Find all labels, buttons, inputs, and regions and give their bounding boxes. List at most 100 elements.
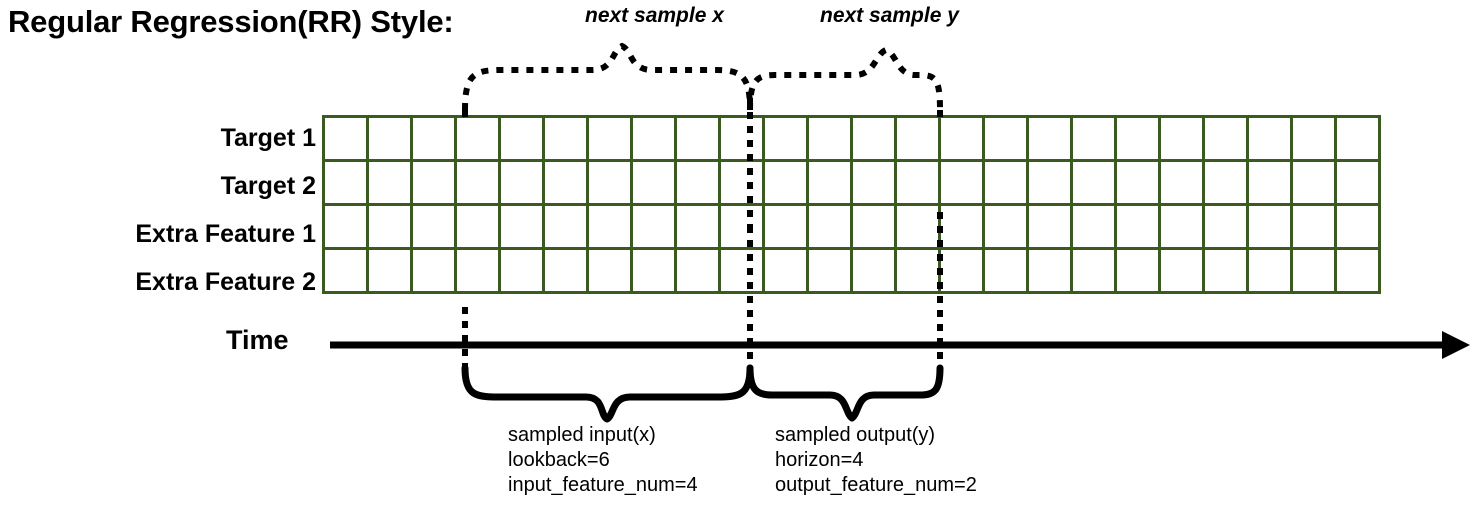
grid-cell	[1070, 115, 1117, 162]
grid-cell	[762, 159, 809, 206]
grid-cell	[762, 203, 809, 250]
grid-cell	[850, 247, 897, 294]
grid-cell	[674, 203, 721, 250]
annotation-next-sample-x: next sample x	[585, 4, 724, 27]
grid-cell	[1246, 159, 1293, 206]
caption-sampled-input: sampled input(x) lookback=6 input_featur…	[508, 423, 698, 498]
grid-cell	[498, 115, 545, 162]
grid-cell	[542, 247, 589, 294]
grid-cell	[718, 115, 765, 162]
grid-cell	[1158, 115, 1205, 162]
grid-row	[322, 115, 1381, 162]
grid-cell	[366, 247, 413, 294]
grid-row	[322, 159, 1381, 206]
brace-sampled-input	[461, 364, 754, 423]
caption-output-line1: sampled output(y)	[775, 424, 936, 446]
brace-sampled-output	[746, 364, 944, 422]
caption-input-line2: lookback=6	[508, 449, 610, 471]
grid-cell	[1114, 203, 1161, 250]
grid-cell	[1246, 247, 1293, 294]
grid-cell	[630, 203, 677, 250]
grid-cell	[454, 203, 501, 250]
grid-cell	[1158, 159, 1205, 206]
grid-cell	[894, 247, 941, 294]
grid-cell	[498, 203, 545, 250]
grid-cell	[1026, 247, 1073, 294]
caption-sampled-output: sampled output(y) horizon=4 output_featu…	[775, 423, 977, 498]
grid-cell	[1114, 115, 1161, 162]
grid-cell	[982, 247, 1029, 294]
grid-cell	[718, 247, 765, 294]
grid-cell	[1026, 203, 1073, 250]
grid-cell	[498, 159, 545, 206]
grid-cell	[674, 159, 721, 206]
grid-cell	[982, 115, 1029, 162]
grid-cell	[1026, 115, 1073, 162]
grid-cell	[586, 247, 633, 294]
grid-cell	[1246, 115, 1293, 162]
time-axis-arrow	[330, 331, 1470, 359]
grid-cell	[1334, 159, 1381, 206]
grid-cell	[718, 203, 765, 250]
brace-next-sample-y	[747, 46, 943, 111]
row-label-extra-feature-1: Extra Feature 1	[135, 220, 316, 248]
annotation-next-sample-y: next sample y	[820, 4, 959, 27]
grid-cell	[718, 159, 765, 206]
grid-cell	[1202, 159, 1249, 206]
grid-cell	[586, 159, 633, 206]
grid-cell	[1290, 247, 1337, 294]
grid-cell	[938, 159, 985, 206]
grid-cell	[1114, 247, 1161, 294]
grid-cell	[1114, 159, 1161, 206]
grid-cell	[894, 115, 941, 162]
grid-cell	[542, 115, 589, 162]
grid-cell	[982, 203, 1029, 250]
grid-cell	[1158, 203, 1205, 250]
grid-cell	[894, 203, 941, 250]
grid-cell	[1070, 247, 1117, 294]
grid-row	[322, 247, 1381, 294]
grid-cell	[894, 159, 941, 206]
grid-cell	[762, 247, 809, 294]
page-title: Regular Regression(RR) Style:	[8, 4, 454, 39]
grid-cell	[410, 203, 457, 250]
caption-output-line2: horizon=4	[775, 449, 864, 471]
grid-cell	[674, 247, 721, 294]
grid-cell	[498, 247, 545, 294]
grid-cell	[850, 115, 897, 162]
grid-cell	[454, 159, 501, 206]
timeseries-grid	[322, 115, 1381, 294]
grid-cell	[322, 159, 369, 206]
grid-cell	[322, 115, 369, 162]
grid-cell	[1026, 159, 1073, 206]
grid-cell	[1334, 115, 1381, 162]
grid-cell	[366, 115, 413, 162]
grid-cell	[806, 247, 853, 294]
grid-cell	[586, 203, 633, 250]
grid-cell	[630, 159, 677, 206]
grid-cell	[630, 247, 677, 294]
grid-cell	[1070, 159, 1117, 206]
grid-cell	[850, 159, 897, 206]
grid-cell	[454, 247, 501, 294]
grid-cell	[1246, 203, 1293, 250]
brace-next-sample-x	[462, 42, 753, 111]
grid-cell	[806, 159, 853, 206]
grid-cell	[1290, 203, 1337, 250]
time-axis-label: Time	[226, 325, 289, 355]
grid-cell	[410, 247, 457, 294]
grid-cell	[1202, 247, 1249, 294]
grid-row	[322, 203, 1381, 250]
grid-cell	[850, 203, 897, 250]
grid-cell	[454, 115, 501, 162]
grid-cell	[1070, 203, 1117, 250]
grid-cell	[1202, 115, 1249, 162]
row-label-extra-feature-2: Extra Feature 2	[135, 268, 316, 296]
grid-cell	[938, 247, 985, 294]
grid-cell	[982, 159, 1029, 206]
caption-input-line3: input_feature_num=4	[508, 474, 698, 496]
grid-cell	[410, 159, 457, 206]
grid-cell	[542, 203, 589, 250]
grid-cell	[674, 115, 721, 162]
grid-cell	[322, 247, 369, 294]
